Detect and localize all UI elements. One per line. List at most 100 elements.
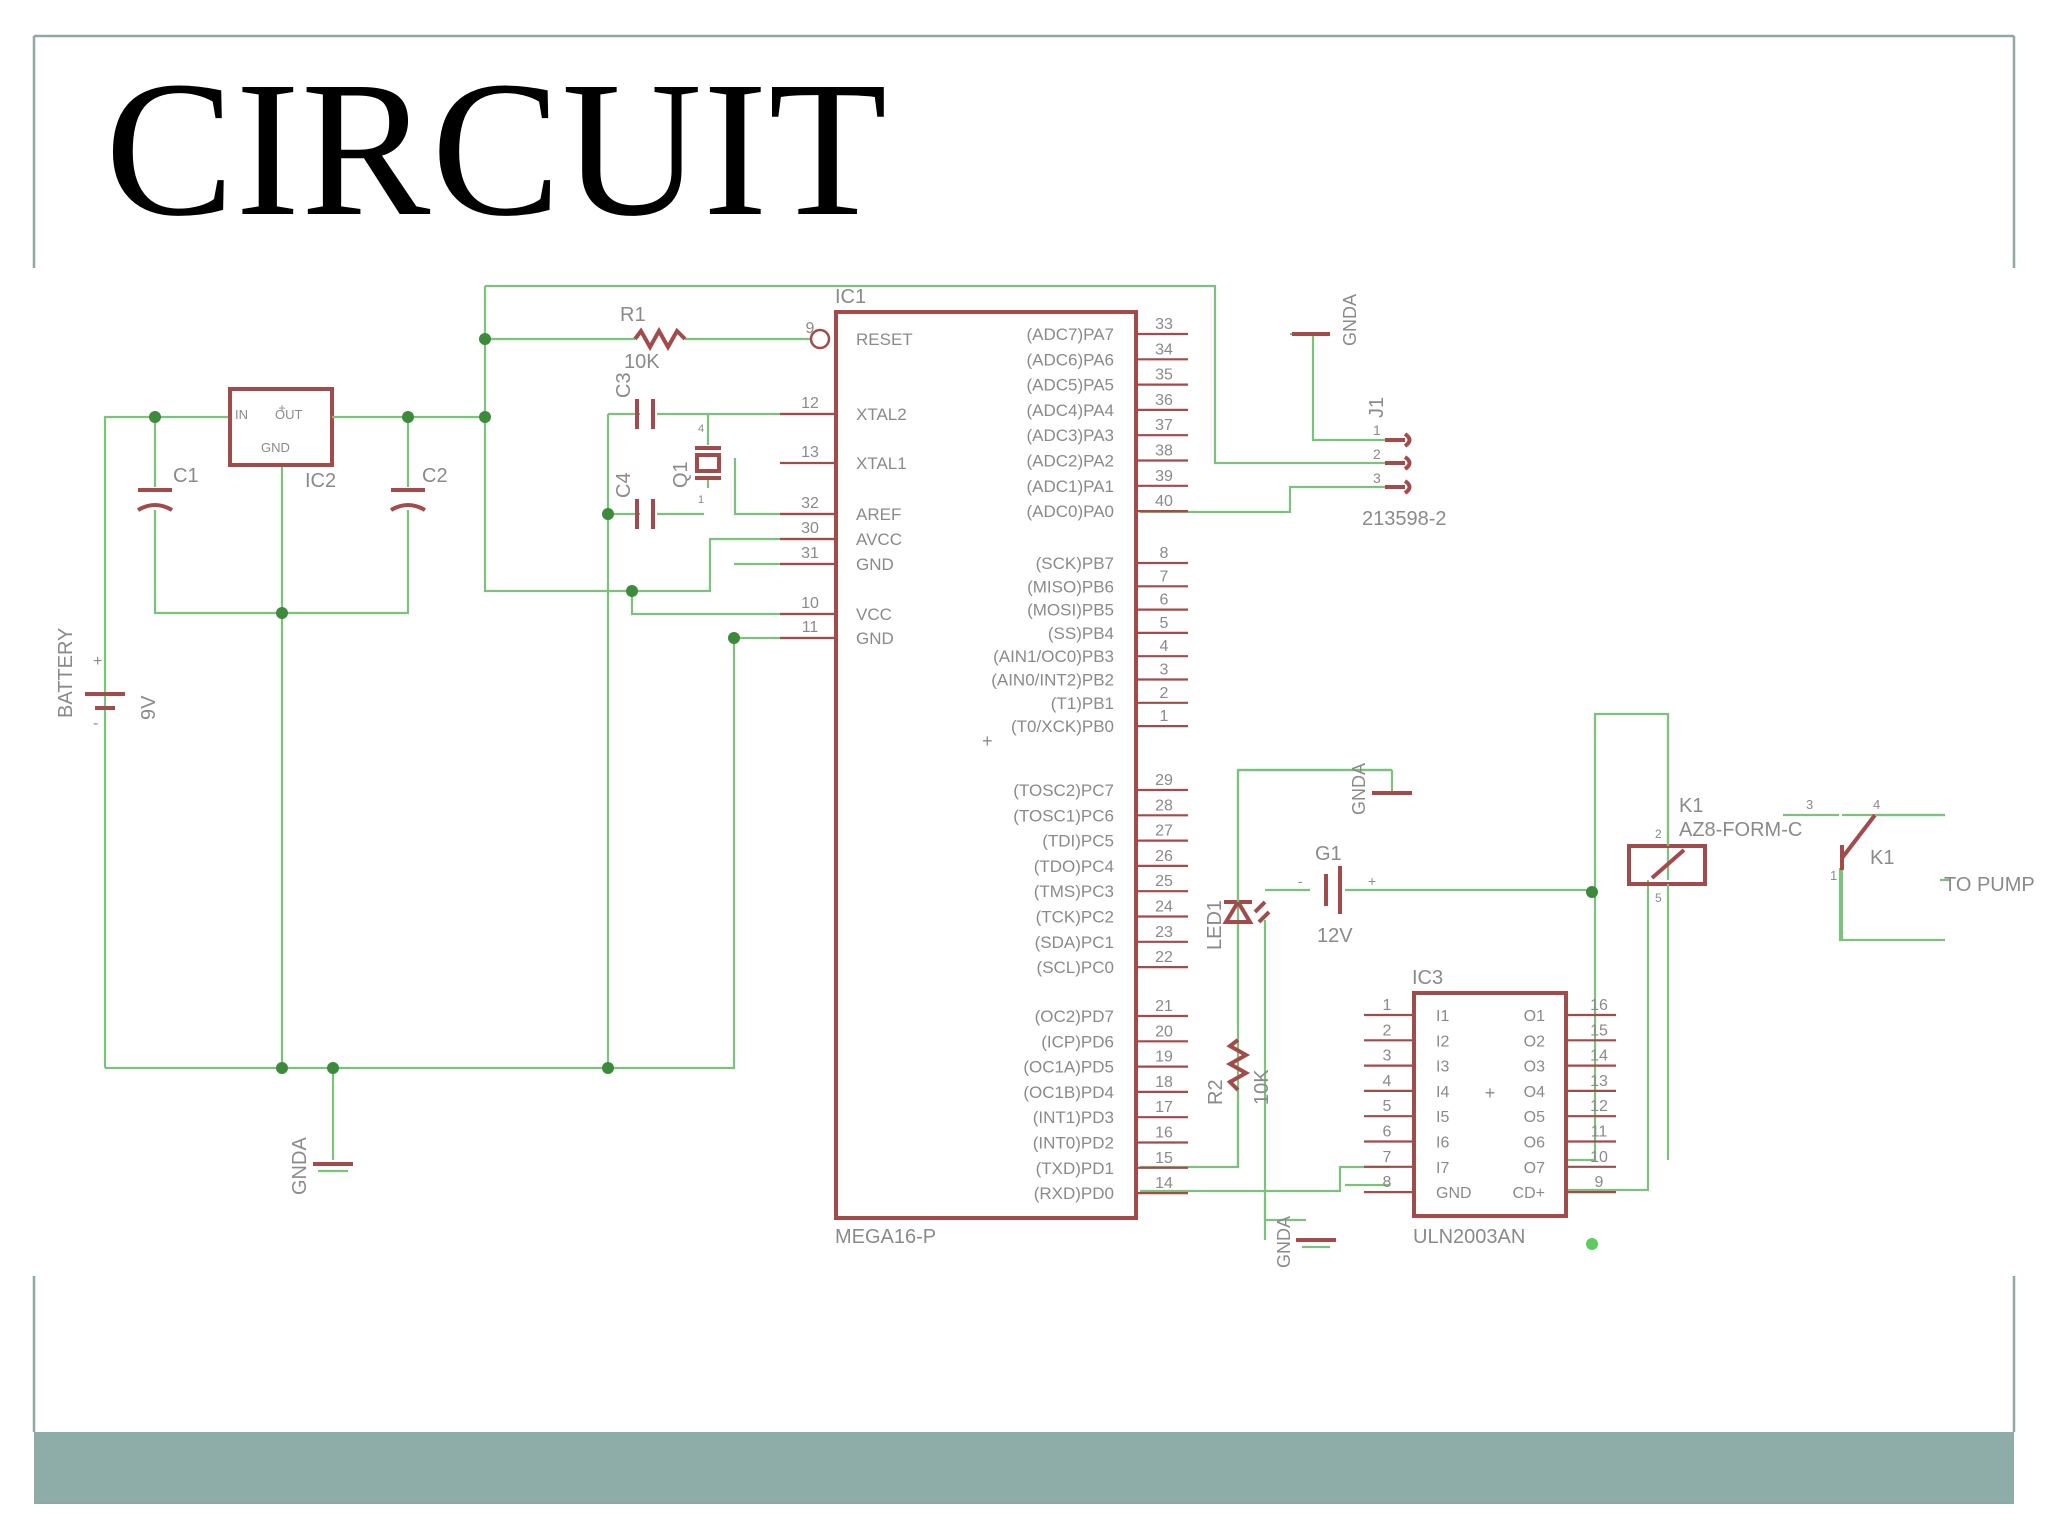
ground-symbol-left: GNDA [289,1137,353,1195]
ic3-right-pin-label: O2 [1524,1033,1545,1050]
ic1-right-pin-number: 18 [1155,1074,1173,1091]
ic1-right-pin-number: 22 [1155,949,1173,966]
ic1-right-pin-label: (ADC4)PA4 [1026,401,1114,420]
ic1-right-pin-label: (ADC2)PA2 [1026,452,1114,471]
ic3-plus-mark: + [1485,1083,1496,1103]
r1-name: R1 [620,304,646,326]
ic1-right-pin-number: 39 [1155,468,1173,485]
ic1-right-pin-label: (TMS)PC3 [1034,882,1114,901]
ic1-right-pin-label: (TDO)PC4 [1034,857,1114,876]
battery-label: BATTERY [55,628,77,718]
ic3-right-pin-label: CD+ [1513,1185,1545,1202]
j1-value: 213598-2 [1362,508,1447,530]
ic1-left-pin-label: GND [856,629,894,648]
r2-name: R2 [1205,1079,1227,1105]
ic3-left-pin-number: 3 [1383,1048,1392,1065]
ic1-left-pin-label: XTAL2 [856,405,907,424]
ic1-right-pin-label: (OC1B)PD4 [1023,1083,1114,1102]
k1-switch-pin4: 4 [1873,797,1880,812]
ic1-right-pin-label: (ADC0)PA0 [1026,502,1114,521]
gnda-label-top: GNDA [1340,294,1360,346]
ic1-right-pin-label: (AIN0/INT2)PB2 [991,671,1114,690]
ic1-right-pin-label: (SCK)PB7 [1036,554,1114,573]
ic1-left-pin-label: VCC [856,605,892,624]
ic3-name: IC3 [1412,967,1443,989]
ic1-right-pin-number: 14 [1155,1175,1173,1192]
ic2-out-plus: + [278,401,285,415]
ground-symbol-middle: GNDA [1238,763,1412,815]
ic3-left-pin-number: 5 [1383,1098,1392,1115]
ic1-right-pin-label: (MISO)PB6 [1027,577,1114,596]
ic1-right-pin-label: (ICP)PD6 [1041,1032,1114,1051]
ic3-right-pin-label: O1 [1524,1008,1545,1025]
relay-k1-coil: K1 AZ8-FORM-C 2 5 [1627,714,1802,1160]
ic1-right-pin-number: 4 [1160,638,1169,655]
ic3-right-pin-label: O7 [1524,1160,1545,1177]
j1-name: J1 [1366,397,1388,418]
ic1-right-pin-number: 19 [1155,1049,1173,1066]
ic3-left-pin-number: 2 [1383,1022,1392,1039]
ic1-right-pin-label: (SDA)PC1 [1035,933,1114,952]
ic3-left-pin-number: 7 [1383,1149,1392,1166]
r2-value: 10K [1251,1069,1273,1105]
j1-pin-3: 3 [1373,470,1381,486]
gnda-label-left: GNDA [289,1137,311,1195]
ic2-pin-gnd: GND [261,440,290,455]
ic1-right-pin-label: (OC2)PD7 [1035,1007,1114,1026]
ic1-pb0-plus-mark: + [982,731,993,751]
gnda-label-middle: GNDA [1349,763,1369,815]
ic1-left-pin-label: AVCC [856,530,902,549]
ic1-right-pin-number: 28 [1155,797,1173,814]
g1-plus: + [1368,873,1376,889]
ic3-left-pin-number: 1 [1383,997,1392,1014]
ic1-right-pin-number: 16 [1155,1125,1173,1142]
ic1-right-pin-label: (ADC5)PA5 [1026,376,1114,395]
ic3-left-pin-label: I4 [1436,1084,1449,1101]
resistor-r1: R1 10K [620,304,831,373]
k1-coil-name: K1 [1679,795,1703,817]
q1-label: Q1 [670,461,692,488]
ic1-left-pin-label: AREF [856,505,901,524]
ic3-right-pin-label: O3 [1524,1059,1545,1076]
gnda-label-bottom: GNDA [1274,1216,1294,1268]
ic1-left-pin-number: 10 [801,595,819,612]
ic1-right-pin-number: 15 [1155,1150,1173,1167]
ic1-right-pin-label: (TOSC1)PC6 [1013,806,1114,825]
ic2-name: IC2 [305,470,336,492]
ic1-right-pin-number: 20 [1155,1023,1173,1040]
ic1-right-pin-label: (ADC7)PA7 [1026,325,1114,344]
q1-pin1: 1 [698,494,704,506]
k1-switch-name: K1 [1870,847,1894,869]
ic1-left-pin-label: XTAL1 [856,454,907,473]
to-pump-label: TO PUMP [1944,874,2035,896]
ic1-right-pin-number: 24 [1155,899,1173,916]
ic1-left-pin-number: 12 [801,395,819,412]
ic1-right-pin-number: 27 [1155,823,1173,840]
ic1-right-pin-label: (ADC3)PA3 [1026,426,1114,445]
ic1-left-pin-label: GND [856,555,894,574]
ic2-pin-out: OUT [275,407,303,422]
ic1-right-pin-number: 36 [1155,392,1173,409]
ic1-left-pin-label: RESET [856,330,913,349]
led1-label: LED1 [1204,900,1226,950]
ic1-left-pin-number: 31 [801,545,819,562]
ic1-right-pin-number: 17 [1155,1099,1173,1116]
ic3-left-pin-number: 4 [1383,1073,1392,1090]
ic1-name: IC1 [835,286,866,308]
ic3-right-pin-number: 15 [1590,1022,1608,1039]
ic3-right-pin-number: 12 [1590,1098,1608,1115]
ic1-right-pin-label: (TCK)PC2 [1036,908,1114,927]
ic1-right-pin-label: (TDI)PC5 [1042,832,1114,851]
ic3-driver: IC3 ULN2003AN + 1I12I23I34I45I56I67I78GN… [1364,967,1616,1248]
c4-label: C4 [613,472,635,498]
ic1-right-pin-label: (ADC6)PA6 [1026,350,1114,369]
ic1-microcontroller: IC1 MEGA16-P 9RESET12XTAL213XTAL132AREF3… [780,286,1188,1248]
ic1-right-pin-number: 40 [1155,493,1173,510]
connector-j1: 1 2 3 J1 213598-2 GNDA [1292,294,1447,530]
ic1-left-pin-number: 9 [806,320,815,337]
ic1-right-pin-number: 26 [1155,848,1173,865]
ic3-left-pin-label: I2 [1436,1033,1449,1050]
capacitor-c4: C4 [613,472,655,529]
